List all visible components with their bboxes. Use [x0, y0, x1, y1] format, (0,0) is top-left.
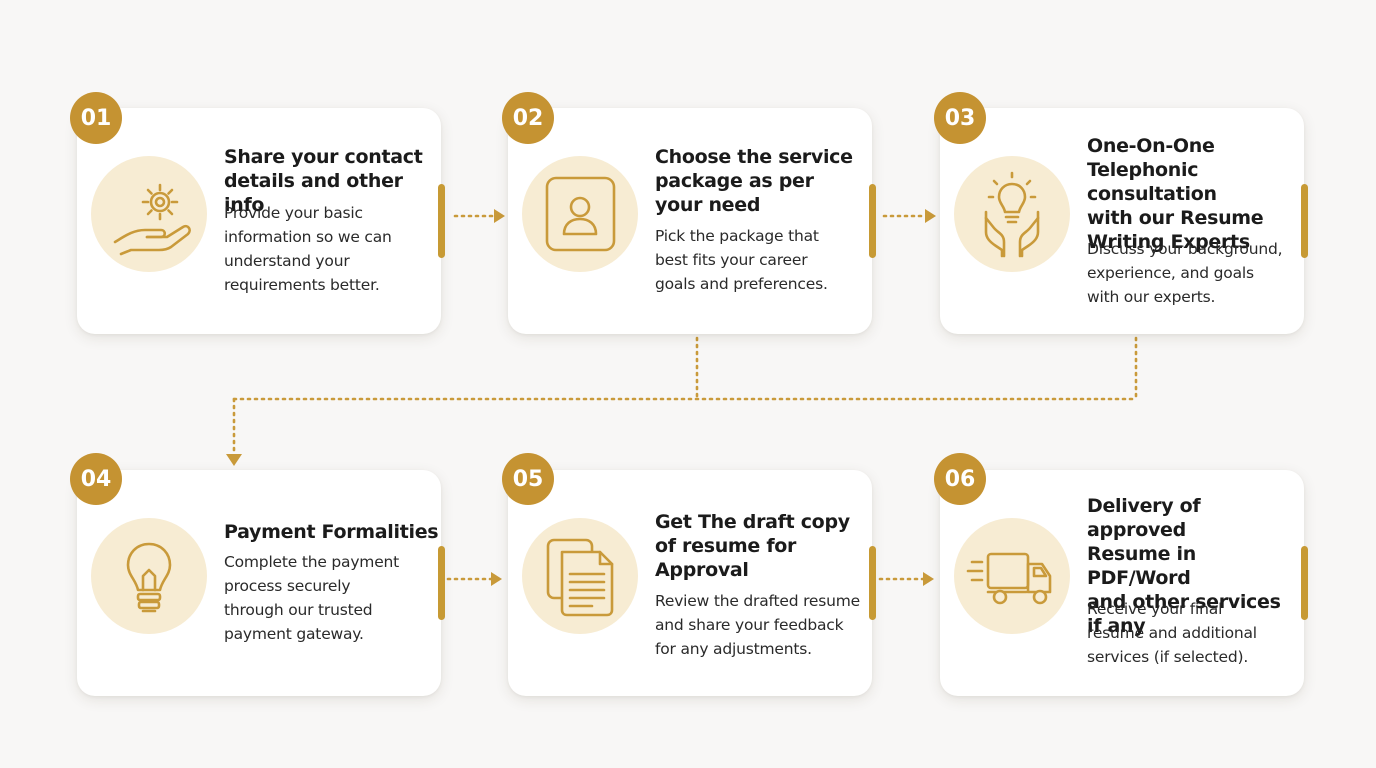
step-card-01: Share your contact details and other inf… — [77, 108, 445, 334]
accent-bar — [869, 184, 876, 258]
step-description: Pick the package that best fits your car… — [655, 227, 828, 293]
accent-bar — [438, 184, 445, 258]
accent-bar — [438, 546, 445, 620]
step-card-06: Delivery of approved Resume in PDF/Word … — [940, 470, 1308, 696]
step-description: Receive your final resume and additional… — [1087, 600, 1257, 666]
documents-icon — [522, 518, 638, 634]
step-number-badge-06: 06 — [934, 453, 986, 505]
hands-lightbulb-icon — [954, 156, 1070, 272]
step-number-badge-05: 05 — [502, 453, 554, 505]
step-title: Choose the service package as per your n… — [655, 146, 853, 216]
user-profile-icon — [522, 156, 638, 272]
step-title: Share your contact details and other inf… — [224, 146, 423, 216]
step-title: Payment Formalities — [224, 521, 439, 543]
lightbulb-icon — [91, 518, 207, 634]
step-title: Get The draft copy of resume for Approva… — [655, 511, 850, 581]
step-card-03: One-On-One Telephonic consultation with … — [940, 108, 1308, 334]
step-description: Review the drafted resume and share your… — [655, 592, 860, 658]
step-title: One-On-One Telephonic consultation with … — [1087, 135, 1264, 253]
step-description: Discuss your background, experience, and… — [1087, 240, 1283, 306]
delivery-truck-icon — [954, 518, 1070, 634]
step-card-05: Get The draft copy of resume for Approva… — [508, 470, 876, 696]
step-card-04: Payment Formalities Complete the payment… — [77, 470, 445, 696]
step-card-02: Choose the service package as per your n… — [508, 108, 876, 334]
step-number-badge-03: 03 — [934, 92, 986, 144]
accent-bar — [1301, 184, 1308, 258]
accent-bar — [1301, 546, 1308, 620]
hand-gear-icon — [91, 156, 207, 272]
step-number-badge-04: 04 — [70, 453, 122, 505]
step-description: Complete the payment process securely th… — [224, 553, 400, 643]
step-number-badge-02: 02 — [502, 92, 554, 144]
step-title: Delivery of approved Resume in PDF/Word … — [1087, 495, 1281, 637]
step-number-badge-01: 01 — [70, 92, 122, 144]
accent-bar — [869, 546, 876, 620]
step-description: Provide your basic information so we can… — [224, 204, 392, 294]
